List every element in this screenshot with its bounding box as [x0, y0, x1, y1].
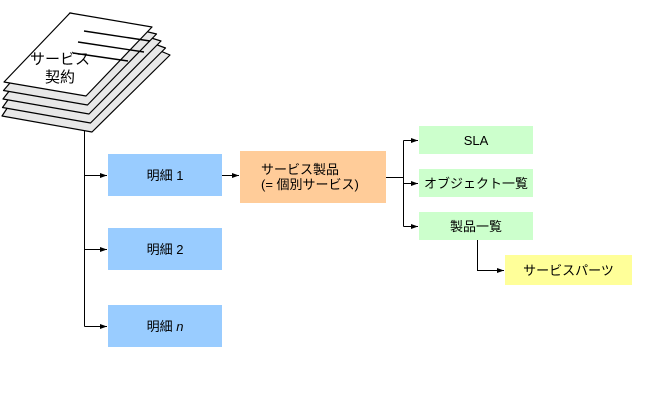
paper-text-lines — [72, 30, 151, 62]
document-title-line1: サービス — [29, 51, 90, 68]
service-parts-box-label: サービスパーツ — [523, 262, 614, 278]
detail-box-1-label: 明細 1 — [146, 167, 184, 183]
sla-box: SLA — [419, 126, 533, 154]
arrow-to-service-parts — [477, 240, 504, 273]
service-product-line1: サービス製品 — [261, 162, 340, 177]
sla-box-label: SLA — [463, 132, 489, 148]
document-title: サービス 契約 — [16, 51, 104, 87]
product-list-box-label: 製品一覧 — [449, 218, 502, 234]
service-product-line2: (= 個別サービス) — [261, 177, 359, 192]
document-stack-icon — [1, 12, 171, 133]
detail-box-1: 明細 1 — [108, 154, 222, 196]
object-list-box-label: オブジェクト一覧 — [423, 175, 528, 191]
detail-box-n-variable: n — [176, 318, 184, 334]
service-product-box: サービス製品 (= 個別サービス) — [240, 151, 386, 203]
connector-arrows — [84, 131, 504, 329]
paper-sheet-top — [3, 12, 153, 97]
document-title-line2: 契約 — [44, 69, 75, 86]
detail-box-2-label: 明細 2 — [146, 241, 184, 257]
object-list-box: オブジェクト一覧 — [419, 169, 533, 197]
service-parts-box: サービスパーツ — [505, 255, 632, 285]
detail-box-n: 明細 n — [108, 305, 222, 347]
product-list-box: 製品一覧 — [419, 212, 533, 240]
detail-box-n-label: 明細 n — [146, 318, 184, 334]
detail-box-2: 明細 2 — [108, 228, 222, 270]
